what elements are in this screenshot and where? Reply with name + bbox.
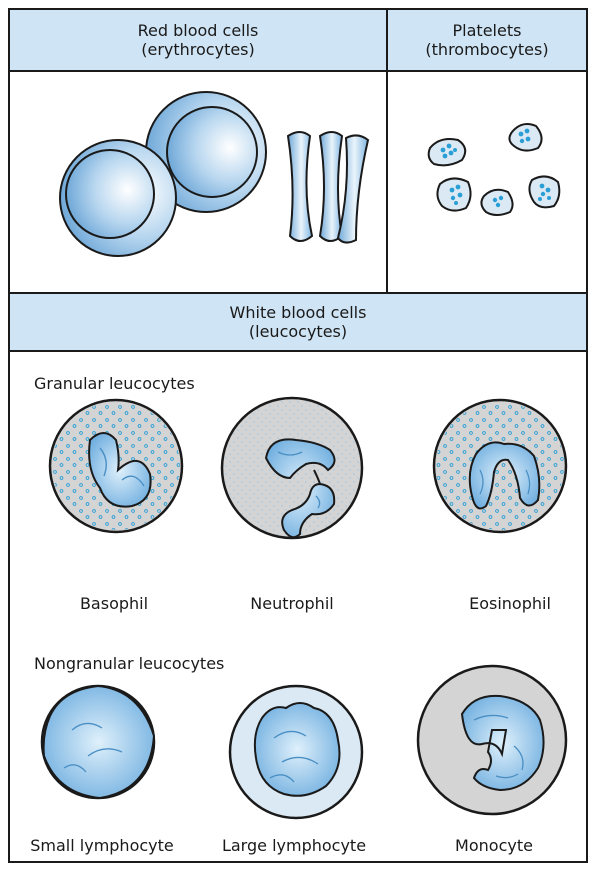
red-blood-cell-side-views: [288, 132, 368, 243]
small-lymphocyte: [42, 686, 154, 798]
large-lymphocyte: [230, 686, 362, 818]
basophil: [50, 400, 182, 532]
monocyte: [418, 666, 566, 814]
red-blood-cell-front: [60, 140, 176, 256]
eosinophil: [434, 400, 566, 532]
neutrophil: [222, 398, 362, 538]
